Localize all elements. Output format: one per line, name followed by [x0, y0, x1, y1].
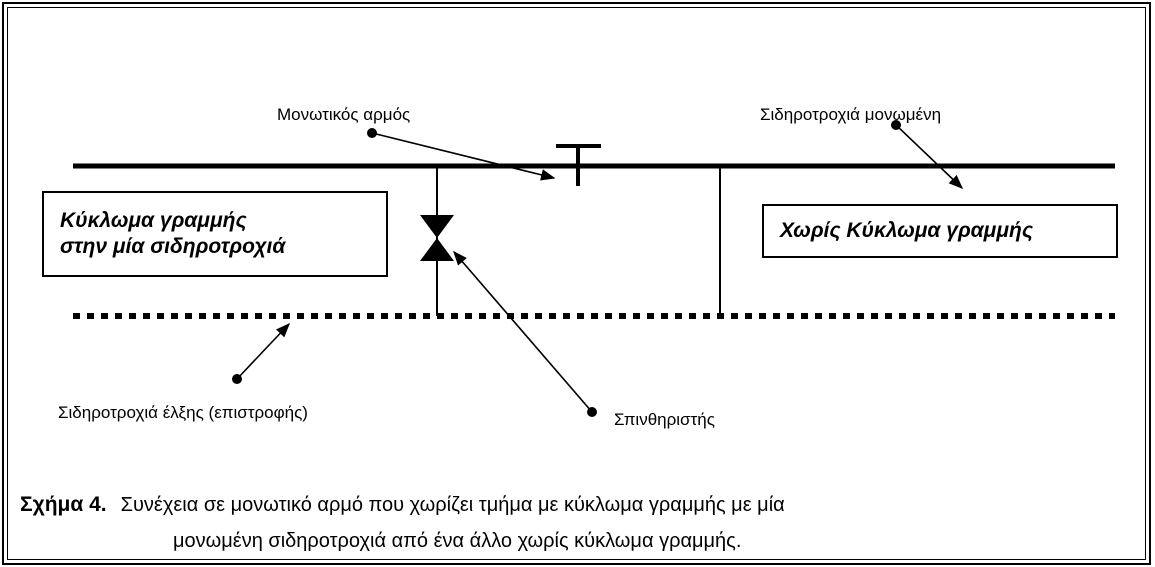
label-insulated-joint: Μονωτικός αρμός: [277, 105, 411, 124]
box-track-circuit-line1: Κύκλωμα γραμμής: [60, 208, 247, 232]
label-insulated-rail: Σιδηροτροχιά μονωμένη: [760, 105, 942, 124]
label-traction-rail: Σιδηροτροχιά έλξης (επιστροφής): [58, 403, 308, 422]
leader-spark-gap: [453, 250, 597, 417]
figure-caption: Σχήμα 4. Συνέχεια σε μονωτικό αρμό που χω…: [20, 487, 1135, 559]
leader-insulated-joint: [367, 128, 556, 181]
box-no-track-circuit-text: Χωρίς Κύκλωμα γραμμής: [780, 218, 1034, 242]
leader-insulated-rail: [891, 120, 964, 189]
caption-figure-number: Σχήμα 4.: [20, 493, 107, 516]
leader-traction-rail: [232, 322, 290, 384]
spark-gap-symbol: [420, 215, 454, 261]
box-track-circuit-line2: στην μία σιδηροτροχιά: [60, 235, 286, 258]
insulated-joint-symbol: [556, 144, 601, 186]
label-spark-gap: Σπινθηριστής: [614, 410, 715, 429]
caption-text-1: Συνέχεια σε μονωτικό αρμό που χωρίζει τμ…: [120, 494, 785, 516]
box-no-track-circuit: Χωρίς Κύκλωμα γραμμής: [762, 204, 1118, 258]
caption-line-2: μονωμένη σιδηροτροχιά από ένα άλλο χωρίς…: [173, 529, 742, 552]
caption-line-1: Σχήμα 4. Συνέχεια σε μονωτικό αρμό που χω…: [20, 487, 1135, 524]
box-track-circuit: Κύκλωμα γραμμής στην μία σιδηροτροχιά: [42, 191, 388, 277]
inner-frame: [7, 7, 1146, 560]
